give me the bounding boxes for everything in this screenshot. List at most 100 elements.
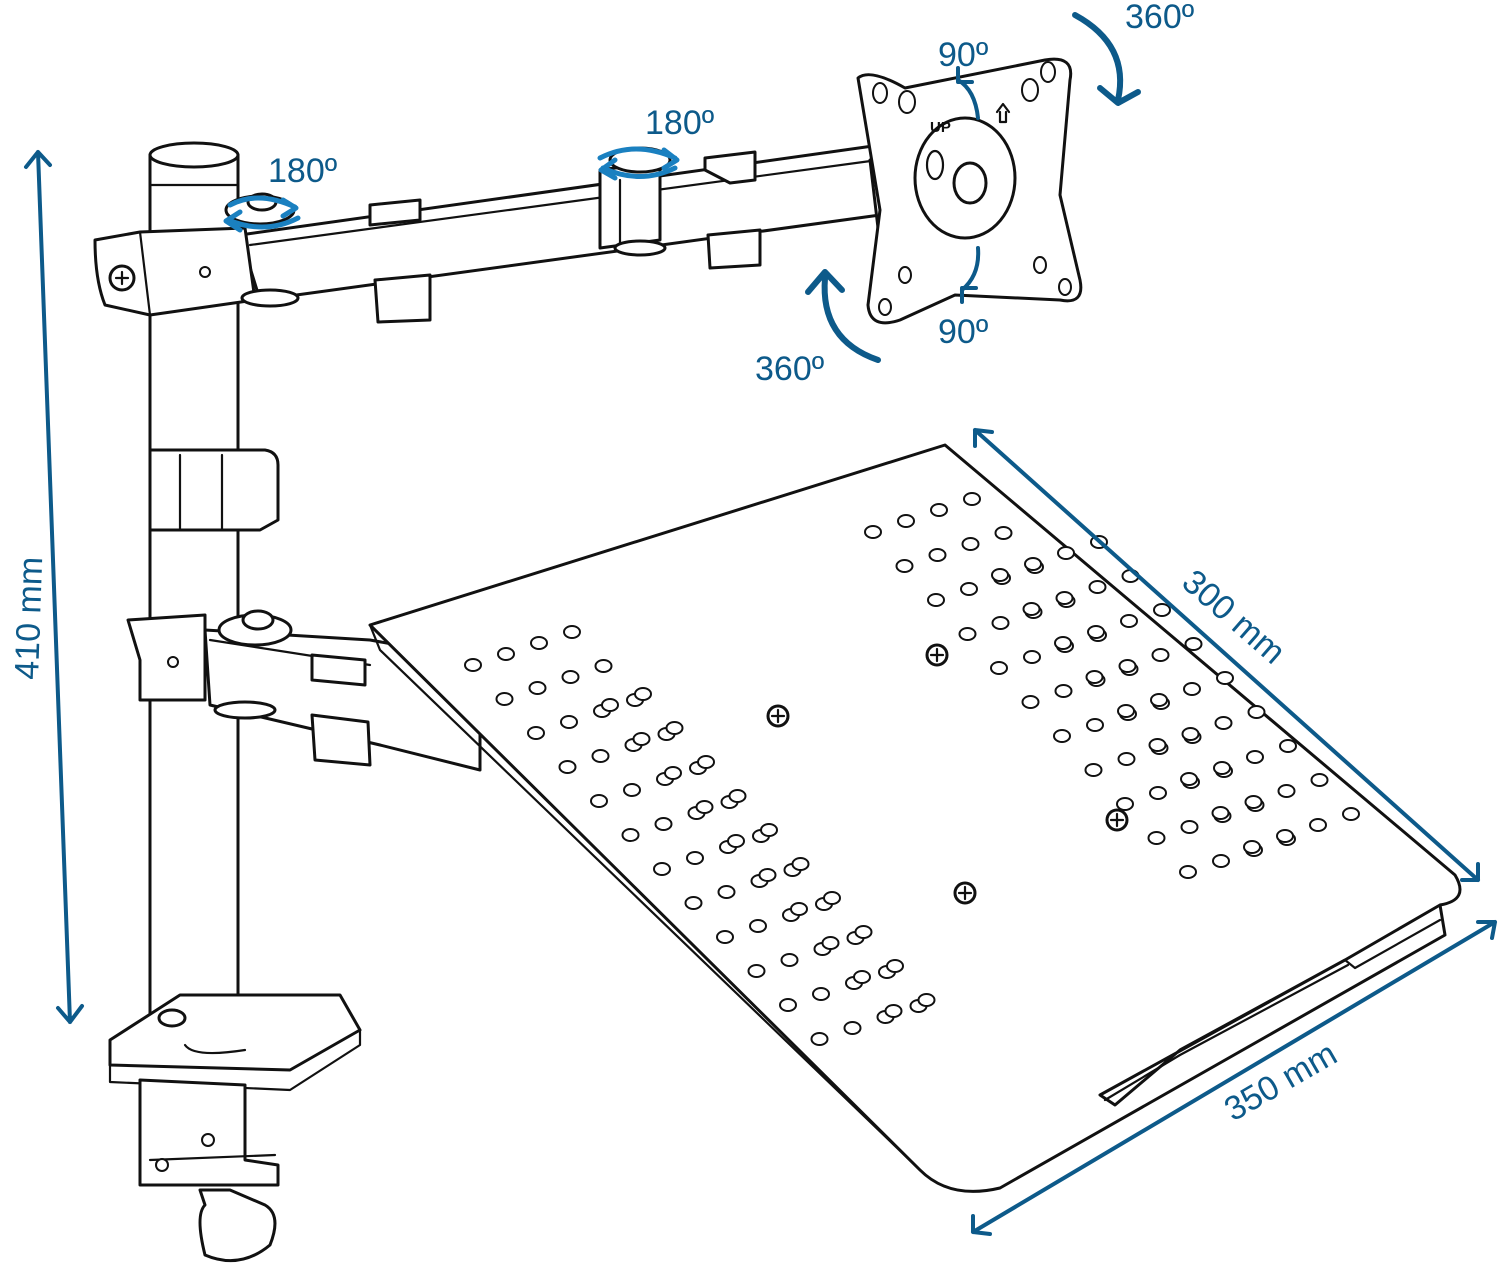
vent-hole bbox=[653, 862, 671, 876]
vent-hole bbox=[854, 925, 873, 939]
vent-hole bbox=[1055, 591, 1074, 605]
vent-hole bbox=[1148, 738, 1167, 752]
height-dimension-line bbox=[24, 150, 84, 1024]
vent-hole bbox=[927, 593, 945, 607]
vent-hole bbox=[1244, 795, 1263, 809]
vent-hole bbox=[853, 970, 871, 984]
vent-hole bbox=[895, 559, 914, 573]
lower-collar bbox=[148, 448, 280, 532]
vent-hole bbox=[760, 823, 778, 837]
vent-hole bbox=[654, 817, 673, 831]
vent-hole bbox=[1151, 648, 1170, 662]
vent-hole bbox=[843, 1021, 862, 1035]
vent-hole bbox=[991, 568, 1009, 582]
vent-hole bbox=[684, 896, 703, 910]
joint-2-rotation-label: 180º bbox=[645, 104, 714, 142]
vent-hole bbox=[1085, 670, 1104, 684]
vent-hole bbox=[823, 891, 841, 905]
vent-hole bbox=[1310, 773, 1329, 787]
vent-hole bbox=[591, 749, 610, 763]
vent-hole bbox=[1116, 797, 1134, 811]
vent-hole bbox=[1118, 659, 1137, 673]
vent-hole bbox=[1342, 807, 1360, 821]
vent-hole bbox=[1243, 840, 1261, 854]
vent-hole bbox=[464, 658, 482, 672]
vent-hole bbox=[747, 964, 766, 978]
desk-clamp bbox=[108, 993, 362, 1263]
vent-hole bbox=[1120, 614, 1138, 628]
vent-hole bbox=[634, 687, 652, 701]
vent-hole bbox=[1184, 637, 1203, 651]
vent-hole bbox=[560, 715, 578, 729]
up-label: UP bbox=[930, 119, 951, 136]
vent-hole bbox=[561, 670, 580, 684]
tilt-down-label: 90º bbox=[938, 313, 988, 351]
vent-hole bbox=[601, 698, 619, 712]
vent-hole bbox=[716, 930, 734, 944]
vent-hole bbox=[1213, 761, 1231, 775]
vent-hole bbox=[758, 868, 777, 882]
tilt-up-label: 90º bbox=[938, 36, 988, 74]
vent-hole bbox=[621, 828, 640, 842]
vent-hole bbox=[1117, 752, 1136, 766]
vent-hole bbox=[1054, 636, 1072, 650]
vent-hole bbox=[1246, 750, 1264, 764]
vent-hole bbox=[1214, 716, 1233, 730]
vent-hole bbox=[1277, 784, 1296, 798]
vent-hole bbox=[495, 692, 514, 706]
vent-hole bbox=[697, 755, 715, 769]
vent-hole bbox=[1153, 603, 1171, 617]
vent-hole bbox=[991, 616, 1010, 630]
vent-hole bbox=[717, 885, 736, 899]
laptop-arm bbox=[126, 609, 482, 772]
vent-hole bbox=[1054, 684, 1073, 698]
vent-hole bbox=[1117, 704, 1135, 718]
vent-hole bbox=[728, 789, 747, 803]
vent-hole bbox=[1088, 580, 1107, 594]
vent-hole bbox=[790, 902, 808, 916]
vent-hole bbox=[884, 1004, 903, 1018]
vent-hole bbox=[664, 766, 682, 780]
vent-hole bbox=[928, 548, 947, 562]
tray-ventilation-holes bbox=[464, 492, 1360, 1046]
vent-hole bbox=[1211, 806, 1230, 820]
vent-hole bbox=[563, 625, 581, 639]
tray-screws bbox=[766, 643, 1129, 905]
vent-hole bbox=[886, 959, 904, 973]
tilt-arrow-icon bbox=[960, 246, 981, 304]
vent-hole bbox=[632, 732, 651, 746]
vesa-plate: UP bbox=[856, 57, 1083, 325]
dimension-lines bbox=[24, 150, 1497, 1236]
rotate-arrow-icon bbox=[227, 195, 299, 219]
vent-hole bbox=[994, 526, 1013, 540]
swivel-top-label: 360º bbox=[1125, 0, 1194, 36]
vent-hole bbox=[497, 647, 515, 661]
vent-hole bbox=[1084, 763, 1103, 777]
vent-hole bbox=[1181, 727, 1200, 741]
vent-hole bbox=[812, 987, 830, 1001]
vent-hole bbox=[1021, 695, 1040, 709]
vent-hole bbox=[821, 936, 840, 950]
vent-hole bbox=[1053, 729, 1071, 743]
vent-hole bbox=[958, 627, 977, 641]
vent-hole bbox=[1180, 772, 1198, 786]
vent-hole bbox=[864, 525, 882, 539]
vent-hole bbox=[623, 783, 641, 797]
vent-hole bbox=[1149, 786, 1167, 800]
vent-hole bbox=[558, 760, 577, 774]
vent-hole bbox=[727, 834, 745, 848]
vent-hole bbox=[1216, 671, 1234, 685]
swivel-arrow-icon bbox=[805, 269, 881, 363]
rotation-arrows bbox=[223, 12, 1141, 363]
swivel-arrow-icon bbox=[1072, 12, 1141, 106]
vent-hole bbox=[780, 953, 799, 967]
vent-hole bbox=[1180, 820, 1199, 834]
vent-hole bbox=[1024, 557, 1042, 571]
vent-hole bbox=[1147, 831, 1166, 845]
vent-hole bbox=[1212, 854, 1230, 868]
vent-hole bbox=[530, 636, 548, 650]
vent-hole bbox=[1023, 650, 1041, 664]
vent-hole bbox=[1183, 682, 1201, 696]
